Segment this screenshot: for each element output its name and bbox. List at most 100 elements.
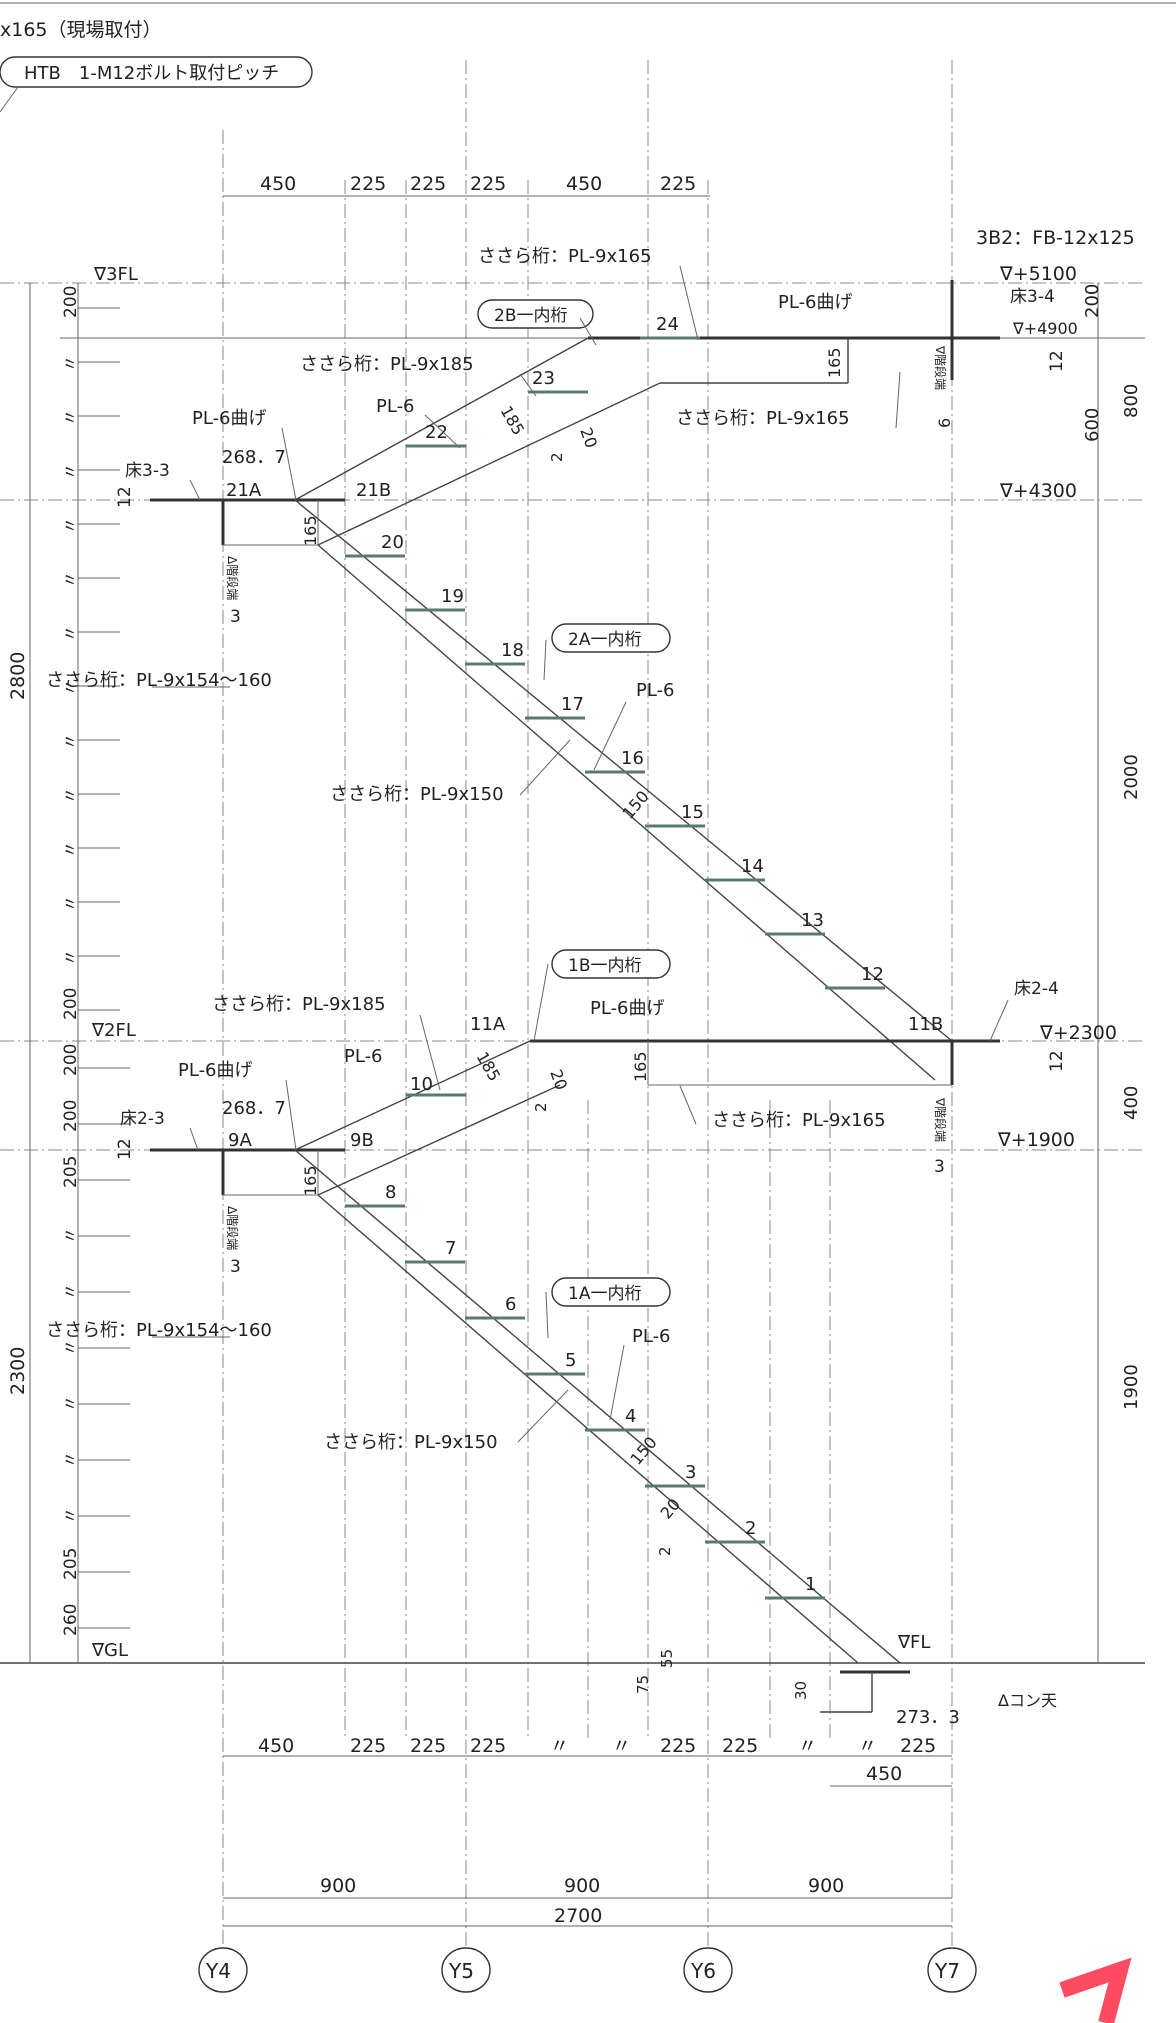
label-pl6-bend-left-mid: PL-6曲げ [178,1060,253,1081]
dim-20-low: 20 [657,1495,685,1523]
step-upper-16: 16 [621,748,644,769]
dim-3-low: 3 [230,1257,241,1277]
label-pl6-top: PL-6 [376,396,415,417]
span-dim-2: 900 [808,1875,844,1897]
left-dim-upper-13: 200 [61,988,81,1020]
label-kaidan-end-top: ∇階段端 [933,345,948,390]
axis-label-Y7: Y7 [934,1959,960,1983]
axis-bubble-Y5 [441,1947,491,1993]
leader-lines [152,265,1009,1443]
label-floor-3-4: 床3-4 [1010,287,1055,307]
label-sasara-185-mid: ささら桁：PL-9x185 [212,994,386,1015]
label-floor-3-3: 床3-3 [125,461,170,481]
elev-4300: ∇+4300 [999,480,1077,502]
dim-185-mid: 185 [473,1049,505,1085]
dim-273: 273．3 [896,1707,960,1728]
label-sasara-165-top: ささら桁：PL-9x165 [478,246,652,267]
top-dim-1: 225 [350,173,386,195]
label-sasara-165-mid: ささら桁：PL-9x165 [676,408,850,429]
step-10: 10 [410,1074,433,1095]
dim-165-9a: 165 [301,1165,320,1196]
lower-long-stringer-top [294,1149,901,1664]
left-dim-lower-4: 〃 [61,1283,81,1300]
dim-165-top: 165 [825,347,844,378]
dim-20-top: 20 [576,425,601,451]
step-landing-24: 24 [656,314,679,335]
left-dim-upper-2: 〃 [61,409,81,426]
dim-6-top: 6 [935,418,954,428]
bolt-note: HTB 1-M12ボルト取付ピッチ [24,63,279,84]
elev-1900: ∇+1900 [997,1129,1075,1151]
label-sasara-165-low: ささら桁：PL-9x165 [712,1110,886,1131]
dim-3-top: 3 [230,607,241,627]
step-upper-12: 12 [861,964,884,985]
label-pl6-bend-1b: PL-6曲げ [590,998,665,1019]
red-markup-stroke [1059,1957,1132,2023]
dim-3-right: 3 [934,1157,945,1177]
label-9a: 9A [228,1130,252,1151]
dim-2-low: 2 [656,1546,674,1556]
lower-short-stringer-bottom [317,1084,561,1196]
left-dim-lower-6: 〃 [61,1395,81,1412]
elev-4900: ∇+4900 [1012,319,1078,338]
left-dim-lower-1: 200 [61,1100,81,1132]
top-note: x165（現場取付） [0,19,162,41]
left-dim-upper-5: 〃 [61,571,81,588]
dim-2-mid: 2 [532,1102,550,1112]
step-upper-17: 17 [561,694,584,715]
level-gl: ∇GL [91,1640,128,1661]
step-lower-4: 4 [625,1406,636,1427]
dim-12-left-top: 12 [115,486,135,508]
left-dim-upper-3: 〃 [61,463,81,480]
dim-75: 75 [634,1675,652,1694]
bottom-dim-450: 450 [866,1763,902,1785]
label-inner-1b: 1B一内桁 [568,956,641,976]
label-2a-frame [551,623,671,653]
level-2fl: ∇2FL [91,1020,136,1041]
bottom-dim-5: 〃 [612,1735,631,1757]
label-21a: 21A [226,480,262,501]
left-dim-upper-1: 〃 [61,355,81,372]
label-sasara-150-low: ささら桁：PL-9x150 [324,1432,498,1453]
label-kaidan-end-mid: ∇階段端 [933,1097,948,1142]
top-dim-0: 450 [260,173,296,195]
label-inner-2b: 2B一内桁 [494,306,567,326]
left-dim-upper-11: 〃 [61,895,81,912]
dim-600-right: 600 [1082,408,1103,442]
step-upper-13: 13 [801,910,824,931]
upper-short-stringer-top [294,337,589,501]
label-268-top: 268．7 [222,447,286,468]
step-lower-5: 5 [565,1350,576,1371]
dim-150-low: 150 [627,1433,661,1469]
left-dim-lower-9: 205 [61,1548,81,1580]
label-9b: 9B [350,1130,374,1151]
dim-12-right-mid: 12 [1047,1050,1067,1072]
dim-2800: 2800 [7,652,29,700]
left-dim-upper-7: 〃 [61,679,81,696]
step-lower-7: 7 [445,1238,456,1259]
label-inner-1a: 1A一内桁 [568,1284,641,1304]
label-fb-3b2: 3B2：FB-12x125 [976,227,1135,249]
left-dim-upper-8: 〃 [61,733,81,750]
label-268-mid: 268．7 [222,1098,286,1119]
label-pl6-1a: PL-6 [632,1326,671,1347]
step-upper-20: 20 [381,532,404,553]
bottom-dim-0: 450 [258,1735,294,1757]
label-1b-frame [551,949,671,979]
label-kaidan-end-up-low: Δ階段端 [225,1206,240,1250]
top-dim-3: 225 [470,173,506,195]
label-11a: 11A [470,1014,506,1035]
dim-20-mid: 20 [546,1067,571,1093]
step-landing-23: 23 [532,368,555,389]
label-pl6-2a: PL-6 [636,680,675,701]
step-lower-3: 3 [685,1462,696,1483]
bottom-dim-9: 〃 [858,1735,877,1757]
label-sasara-154-low: ささら桁：PL-9x154～160 [46,1320,272,1341]
bolt-note-frame [0,56,313,88]
bottom-dim-7: 225 [722,1735,758,1757]
elev-5100: ∇+5100 [999,263,1077,285]
